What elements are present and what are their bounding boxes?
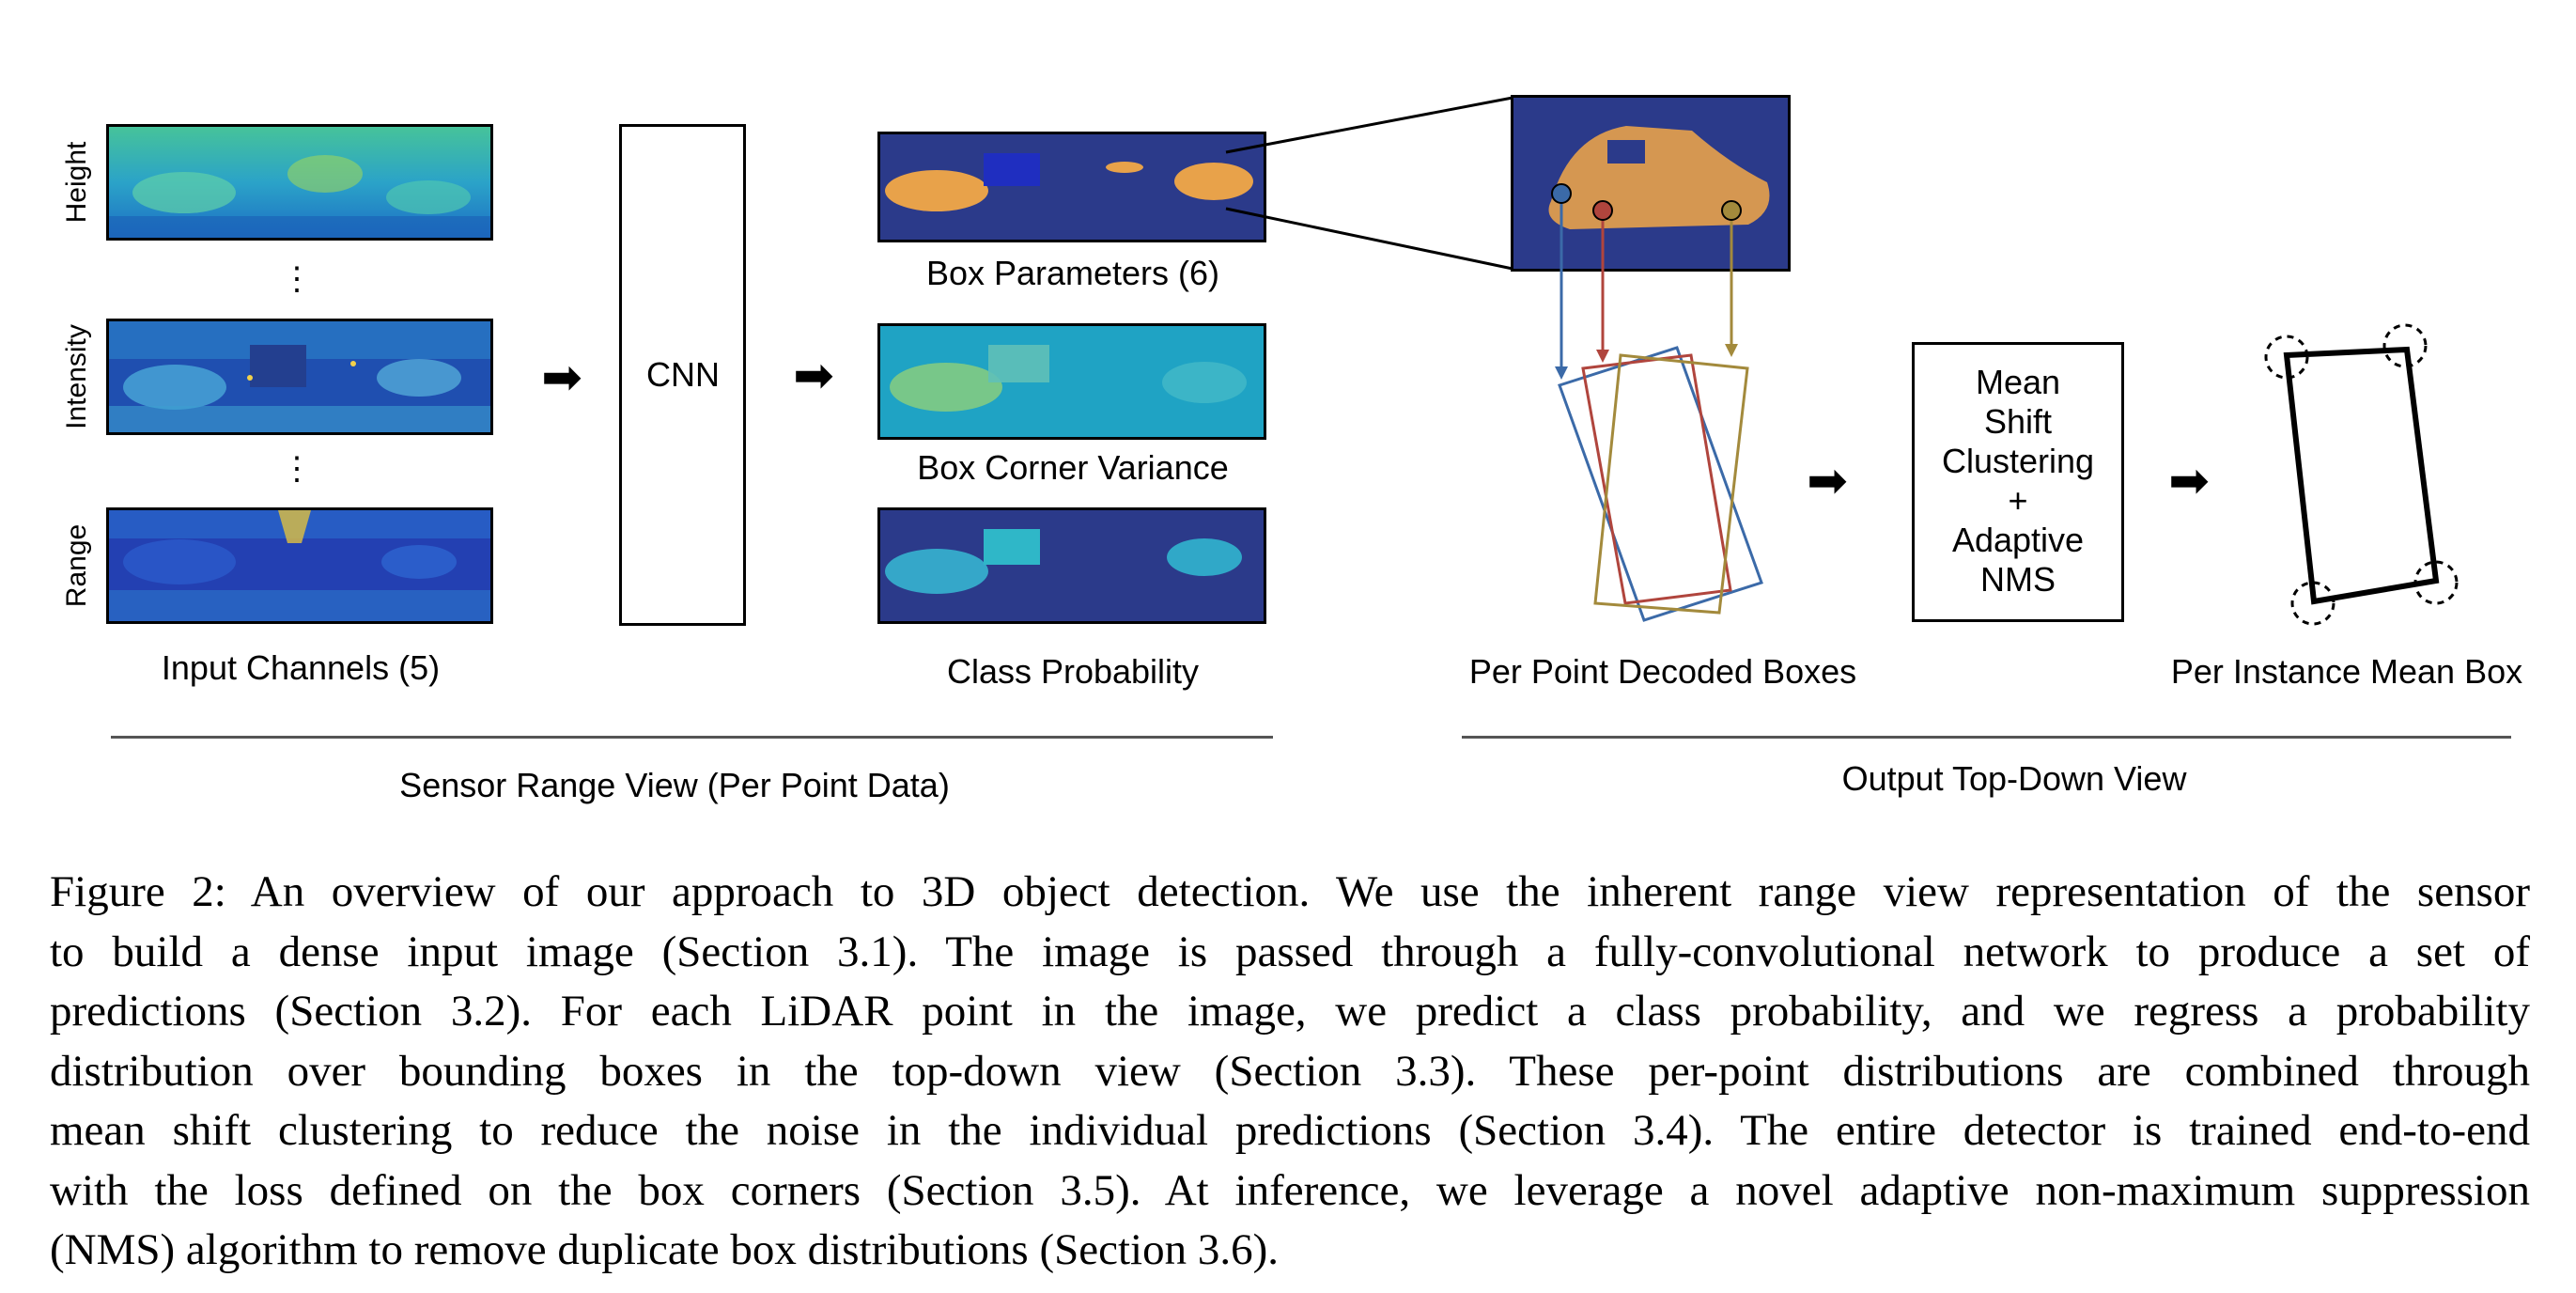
- class-probability-label: Class Probability: [946, 652, 1200, 691]
- intensity-channel-image: [106, 319, 493, 435]
- cnn-box: [619, 124, 746, 626]
- height-channel-image: [106, 124, 493, 241]
- clustering-line-1: Mean: [1975, 363, 2061, 401]
- figure-caption: Figure 2: An overview of our approach to…: [50, 863, 2530, 1281]
- figure-diagram: Height Intensity Range ⋮ ⋮ Input Channel…: [61, 95, 2523, 804]
- arrow-from-cnn: ➡: [793, 349, 834, 403]
- decoded-box-olive: [1593, 353, 1749, 615]
- box-corner-variance-label: Box Corner Variance: [917, 448, 1229, 487]
- caption-line: mean shift clustering to reduce the nois…: [50, 1106, 2530, 1155]
- clustering-nms-label: Mean Shift Clustering + Adaptive NMS: [1942, 363, 2094, 600]
- clustering-line-2: Shift: [1983, 402, 2053, 441]
- arrow-to-mean-box: ➡: [2168, 454, 2210, 508]
- clustering-line-6: NMS: [1979, 560, 2056, 599]
- output-view-label: Output Top-Down View: [1841, 759, 2187, 798]
- box-corner-variance-image: [877, 323, 1266, 440]
- caption-line: Figure 2: An overview of our approach to…: [50, 867, 2530, 916]
- caption-line: to build a dense input image (Section 3.…: [50, 927, 2530, 976]
- ellipsis-1: ⋮: [281, 261, 313, 297]
- sensor-view-divider: [111, 736, 1273, 739]
- clustering-box: [1912, 342, 2124, 622]
- caption-line: predictions (Section 3.2). For each LiDA…: [50, 987, 2530, 1036]
- box-parameters-label: Box Parameters (6): [925, 254, 1220, 292]
- caption-line: distribution over bounding boxes in the …: [50, 1046, 2530, 1096]
- class-probability-image: [877, 507, 1266, 624]
- decoded-box-blue: [1558, 346, 1763, 622]
- decoded-boxes-label: Per Point Decoded Boxes: [1468, 652, 1857, 691]
- cnn-label: CNN: [646, 355, 720, 394]
- caption-line: with the loss defined on the box corners…: [50, 1165, 2530, 1215]
- mean-box-graphic: [2264, 323, 2459, 626]
- box-parameters-image: [877, 132, 1266, 242]
- clustering-line-3: Clustering: [1941, 442, 2095, 480]
- clustering-line-5: Adaptive: [1951, 521, 2085, 559]
- input-channels-label: Input Channels (5): [161, 648, 441, 687]
- zoom-connector: [1225, 96, 1513, 271]
- clustering-line-4: +: [2008, 481, 2028, 520]
- arrow-to-clustering: ➡: [1807, 454, 1848, 508]
- output-view-divider: [1462, 736, 2511, 739]
- sensor-view-label: Sensor Range View (Per Point Data): [399, 766, 950, 804]
- range-channel-image: [106, 507, 493, 624]
- caption-line: (NMS) algorithm to remove duplicate box …: [50, 1225, 1279, 1274]
- mean-box-label: Per Instance Mean Box: [2170, 652, 2523, 691]
- ellipsis-2: ⋮: [281, 451, 313, 487]
- arrow-to-cnn: ➡: [541, 351, 582, 405]
- decoded-boxes-graphic: [1551, 183, 1763, 622]
